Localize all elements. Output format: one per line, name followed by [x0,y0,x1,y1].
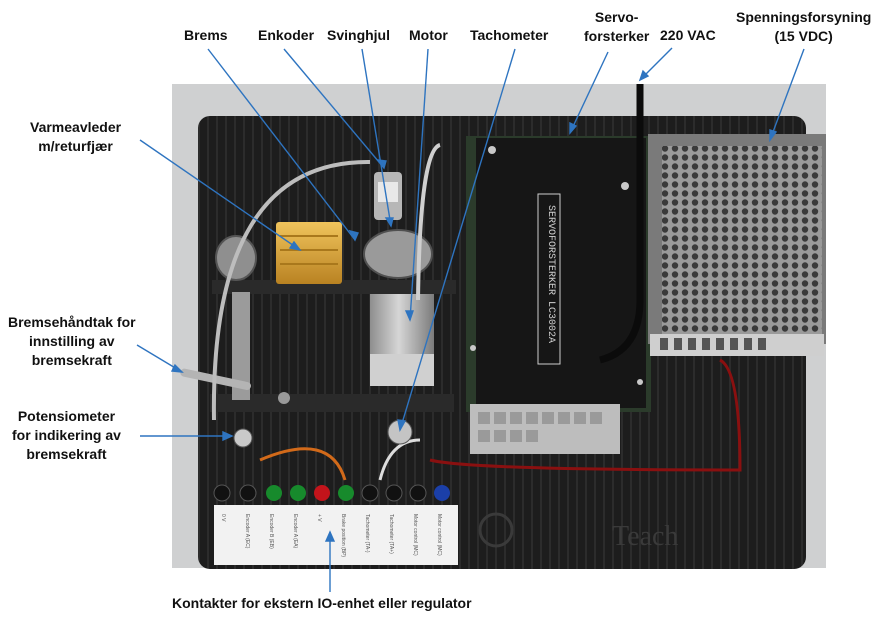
label-tachometer: Tachometer [470,27,549,43]
label-kontakter: Kontakter for ekstern IO-enhet eller reg… [172,595,472,611]
terminal-connector [470,404,620,454]
potentiometer-knob [233,428,253,448]
label-svinghjul: Svinghjul [327,27,390,43]
label-220vac: 220 VAC [660,27,716,43]
svg-text:Encoder A (EA): Encoder A (EA) [292,514,298,549]
svg-text:Motor control (MC): Motor control (MC) [412,514,418,556]
svg-text:Tachometer (TA+): Tachometer (TA+) [388,514,394,554]
brand-watermark: Teach [612,521,678,552]
connector-label-strip [214,505,458,565]
svg-text:Motor control (MC): Motor control (MC) [436,514,442,556]
svg-text:Brake position (BP): Brake position (BP) [340,514,346,557]
label-servoforsterker: Servo-forsterker [584,9,650,44]
mains-cable [599,84,644,364]
brake-column [232,292,250,400]
power-supply-mesh [662,146,822,334]
connector-sockets [213,484,450,502]
svg-text:0 V: 0 V [220,514,226,522]
upper-frame [212,280,456,294]
annotation-arrows [136,47,805,592]
heatsink-brass [276,222,342,284]
svg-text:+ V: + V [316,514,322,522]
servo-amplifier-text: SERVOFORSTERKER LC3002A [545,205,556,343]
label-enkoder: Enkoder [258,27,315,43]
motor-mount [210,394,454,412]
label-brems: Brems [184,27,228,43]
label-motor: Motor [409,27,448,43]
amplifier-sticker [537,193,561,365]
svg-text:Tachometer (TA-): Tachometer (TA-) [364,514,370,553]
servo-amplifier-box [476,138,646,408]
svg-text:Encoder B (EB): Encoder B (EB) [268,514,274,549]
svg-text:Encoder A (EC): Encoder A (EC) [244,514,250,549]
label-spenningsforsyning: Spenningsforsyning(15 VDC) [736,9,872,44]
